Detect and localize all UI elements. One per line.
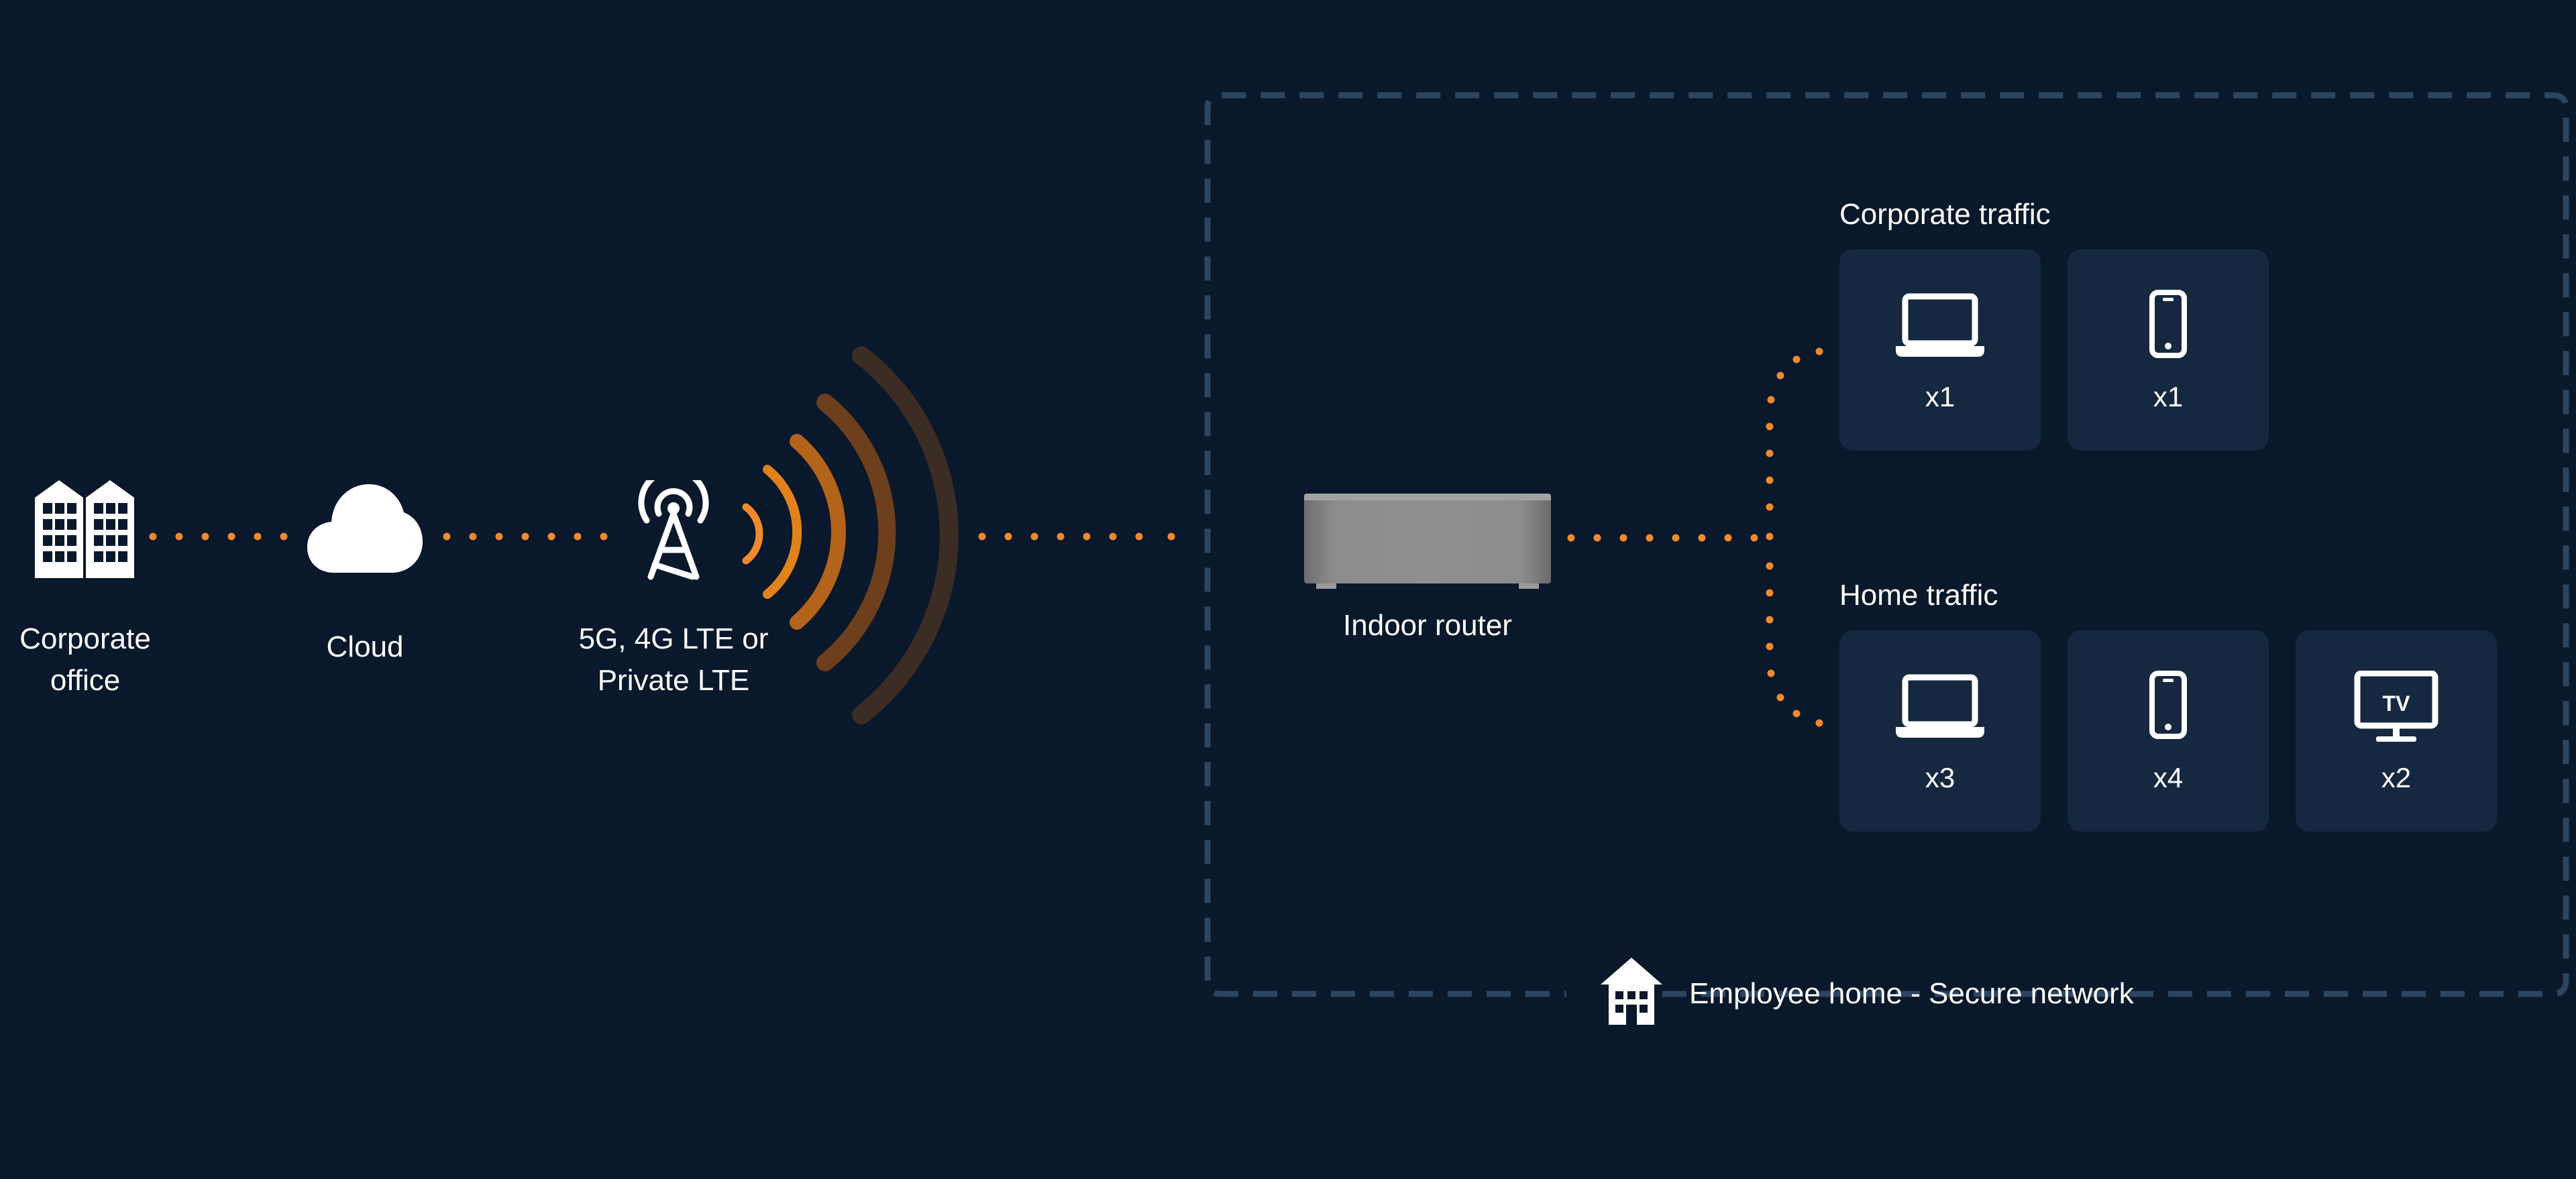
- home-phone-card: x4: [2068, 630, 2269, 832]
- phone-icon: [2149, 671, 2187, 739]
- link-branch: [1766, 347, 1823, 727]
- corporate-laptop-card: x1: [1839, 249, 2041, 451]
- building-icon: [35, 480, 134, 578]
- home-laptop-card: x3: [1839, 630, 2041, 832]
- cell-label: 5G, 4G LTE or Private LTE: [578, 622, 769, 697]
- device-count: x2: [2381, 762, 2412, 793]
- home-tv-card: TV x2: [2296, 630, 2497, 832]
- device-count: x3: [1925, 762, 1955, 793]
- link-cloud-tower: [443, 532, 608, 541]
- corporate-office-label: Corporate office: [19, 622, 151, 697]
- signal-waves-icon: [742, 346, 959, 724]
- corporate-phone-card: x1: [2068, 249, 2269, 451]
- device-count: x4: [2153, 762, 2184, 793]
- cell-tower-icon: [638, 480, 709, 580]
- home-network-caption: Employee home - Secure network: [1689, 977, 2134, 1010]
- link-waves-home: [978, 532, 1175, 541]
- indoor-router-icon: [1304, 494, 1551, 589]
- corporate-traffic-title: Corporate traffic: [1839, 198, 2051, 231]
- link-router-devices: [1567, 534, 1758, 542]
- device-count: x1: [2153, 381, 2184, 412]
- cloud-label: Cloud: [326, 630, 404, 663]
- laptop-icon: [1896, 293, 1984, 357]
- device-count: x1: [1925, 381, 1955, 412]
- cloud-icon: [307, 484, 423, 573]
- link-office-cloud: [149, 532, 288, 541]
- phone-icon: [2149, 290, 2187, 358]
- tv-icon: TV: [2354, 671, 2438, 742]
- house-icon: [1601, 958, 1662, 1025]
- laptop-icon: [1896, 674, 1984, 738]
- tv-icon-text: TV: [2383, 691, 2411, 716]
- home-traffic-title: Home traffic: [1839, 579, 1998, 612]
- router-label: Indoor router: [1343, 609, 1512, 642]
